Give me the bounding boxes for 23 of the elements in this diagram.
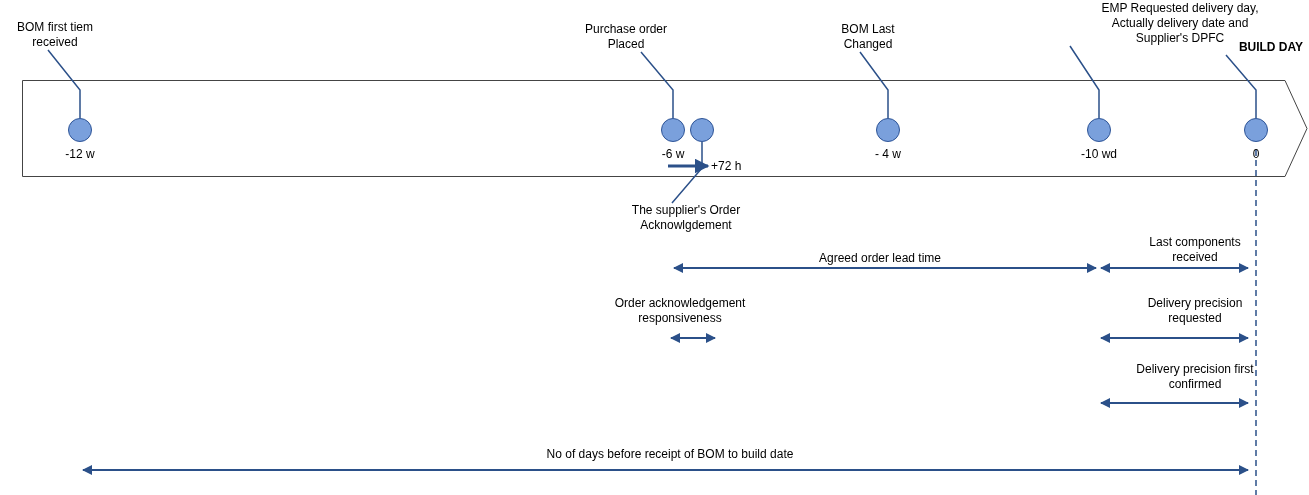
callout-text: The supplier's Order Acknowlgdement [596,203,776,233]
milestone-label: -6 w [661,147,685,161]
span-label: Delivery precision requested [1146,296,1244,326]
callout-text: BOM Last Changed [818,22,918,52]
span-label: Order acknowledgement responsiveness [613,296,747,326]
milestone-label: -12 w [65,147,95,161]
callout-text: Purchase order Placed [576,22,676,52]
span-label: Agreed order lead time [817,251,943,266]
leader-line [671,141,703,204]
callout-text: BOM first tiem received [0,20,111,50]
leader-line [1069,45,1100,119]
span-label: No of days before receipt of BOM to build date [545,447,795,462]
leader-line [859,51,889,119]
span-label: +72 h [711,159,743,174]
span-label: Last components received [1148,235,1242,265]
leader-line [47,49,81,119]
milestone-label: 0 [1252,147,1260,161]
span-label: Delivery precision first confirmed [1135,362,1255,392]
leader-line [640,51,674,119]
leader-line [1225,54,1257,119]
milestone-label: -10 wd [1081,147,1117,161]
callout-text: BUILD DAY [1231,40,1309,55]
milestone-label: - 4 w [875,147,901,161]
